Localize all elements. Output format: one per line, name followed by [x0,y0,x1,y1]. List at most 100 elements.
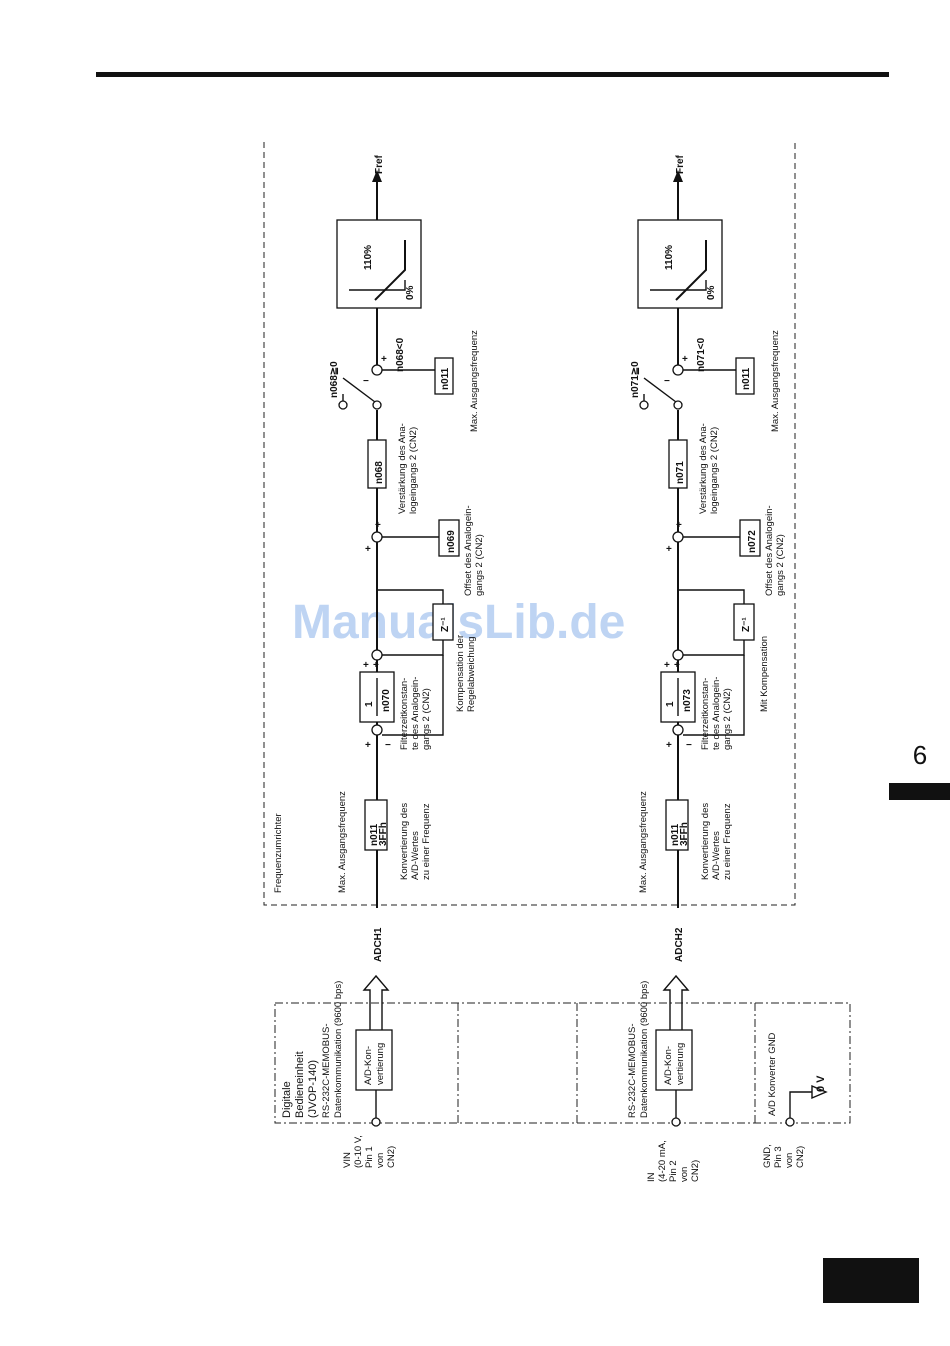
ad2-output-arrow [662,974,690,1030]
switch-terminal [639,400,649,410]
filter-line-1: Filterzeitkonstan- [700,678,711,750]
maxf-block [735,357,755,395]
output-label: Fref [675,154,686,174]
comm1-line-1: RS-232C-MEMOBUS- [321,1024,332,1119]
chapter-tab-bar [889,783,950,800]
filter-param: n070 [381,689,392,712]
comm1-line-2: Datenkommunikation (9600 bps) [333,981,344,1118]
max-freq-label: Max. Ausgangsfrequenz [638,791,649,893]
conversion-line-1: Konvertierung des [399,803,410,880]
operator-title-line-2: Bedieneinheit [294,1051,306,1118]
switch-contact [372,400,382,410]
converter-title: Frequenzumrichter [273,813,284,893]
in-line-1: IN [646,1172,657,1182]
gnd-terminal [785,1117,795,1127]
ad2-line-1: A/D-Kon- [663,1046,674,1085]
sum-junction-1 [371,724,383,736]
gain-line-1: Verstärkung des Ana- [397,423,408,514]
conversion-line-2: A/D-Wertes [410,831,421,880]
limit-high: 110% [664,245,675,270]
in-line-4: von [679,1167,690,1182]
maxf-label: Max. Ausgangsfrequenz [770,330,781,432]
ad-converter-1 [355,1029,393,1091]
filter-line-3: gangs 2 (CN2) [421,688,432,750]
scaling-block-param: n011 [670,823,681,846]
chapter-number: 6 [912,740,928,770]
maxf-block [434,357,454,395]
offset-param: n072 [747,530,758,553]
watermark: ManualsLib.de [292,596,625,649]
feedback-top [377,589,444,604]
ad1-line-1: A/D-Kon- [363,1046,374,1085]
max-freq-label: Max. Ausgangsfrequenz [337,791,348,893]
header-rule [96,72,889,77]
gnd-wire [789,1091,812,1118]
filter-line-2: te des Analogein- [410,677,421,750]
sum1-minus: − [686,740,692,751]
in-line-3: Pin 2 [668,1160,679,1182]
offset-block [739,519,761,557]
sum-junction-2 [672,649,684,661]
limit-low: 0% [706,285,717,300]
sum4-minus: − [363,376,369,387]
gain-param: n068 [374,461,385,484]
adc-label: ADCH1 [373,927,384,962]
converter-label: Frequenzumrichter [273,813,284,893]
feedback-to-sum1 [382,655,444,736]
vin-line-5: CN2) [386,1146,397,1168]
gnd-label: A/D Konverter GND [767,1032,778,1116]
vin-line-4: von [375,1153,386,1168]
sum-junction-4 [672,364,684,376]
limiter-axes [650,280,707,291]
gnd-line-2: Pin 3 [773,1146,784,1168]
switch-condition-2: n071<0 [696,337,707,372]
ad-converter-2 [655,1029,693,1091]
gain-line-2: logeingangs 2 (CN2) [709,427,720,514]
sum1-plus: + [365,740,371,751]
maxf-wire [382,358,444,371]
switch-lever [643,377,677,403]
input-stage: A/D-Kon- vertierung A/D-Kon- vertierung [355,974,828,1127]
feedback-top [678,589,745,604]
filter-numerator: 1 [665,701,676,707]
sum1-minus: − [385,740,391,751]
sum2-plus-a: + [363,660,369,671]
limiter-block [637,219,723,309]
ad2-line-2: vertierung [675,1043,686,1085]
sum-junction-3 [371,531,383,543]
output-arrowhead [372,170,382,182]
filter-line-1: Filterzeitkonstan- [399,678,410,750]
compensation-line-2: Regelabweichung [466,636,477,712]
vin-line-3: Pin 1 [364,1146,375,1168]
limiter-curve [675,240,707,301]
switch-condition-2: n068<0 [395,337,406,372]
conversion-line-3: zu einer Frequenz [421,803,432,880]
switch-condition-1: n071≧0 [630,361,641,398]
offset-line-1: Offset des Analogein- [764,505,775,596]
operator-title-line-1: Digitale [281,1081,293,1118]
output-arrowhead [673,170,683,182]
gnd-arrow [811,1084,828,1100]
sum4-minus: − [664,376,670,387]
output-label: Fref [374,154,385,174]
maxf-param: n011 [741,367,752,390]
in-line-5: CN2) [690,1160,701,1182]
scaling-block-param: n011 [369,823,380,846]
sum-junction-2 [371,649,383,661]
compensation-line-1: Mit Kompensation [759,636,770,712]
operator-title-line-3: (JVOP-140) [307,1060,319,1118]
conversion-line-2: A/D-Wertes [711,831,722,880]
gnd-line-1: GND, [762,1144,773,1168]
offset-line-2: gangs 2 (CN2) [775,534,786,596]
limit-low: 0% [405,285,416,300]
sum-junction-3 [672,531,684,543]
limit-high: 110% [363,245,374,270]
comm2-line-2: Datenkommunikation (9600 bps) [639,981,650,1118]
delay-block-label: Z⁻¹ [440,617,451,632]
in-terminal [671,1117,681,1127]
sum-junction-1 [672,724,684,736]
